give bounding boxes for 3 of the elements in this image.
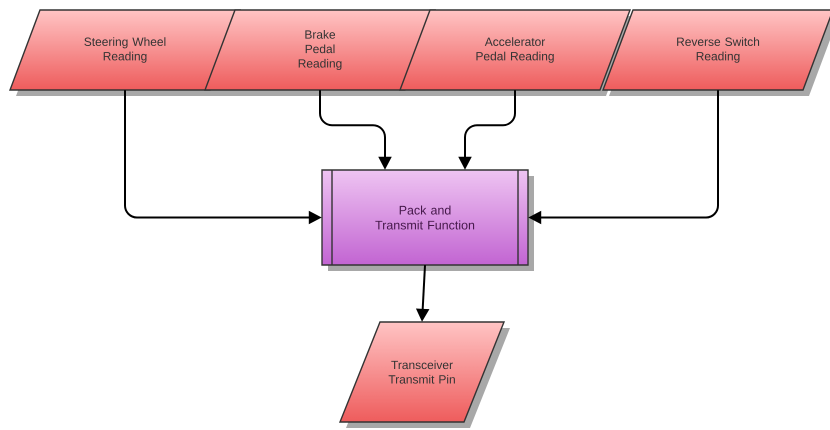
data-parallelogram: Reverse Switch Reading <box>602 9 830 96</box>
process-box: Pack and Transmit Function <box>321 169 534 271</box>
data-parallelogram: Steering Wheel Reading <box>9 9 246 96</box>
